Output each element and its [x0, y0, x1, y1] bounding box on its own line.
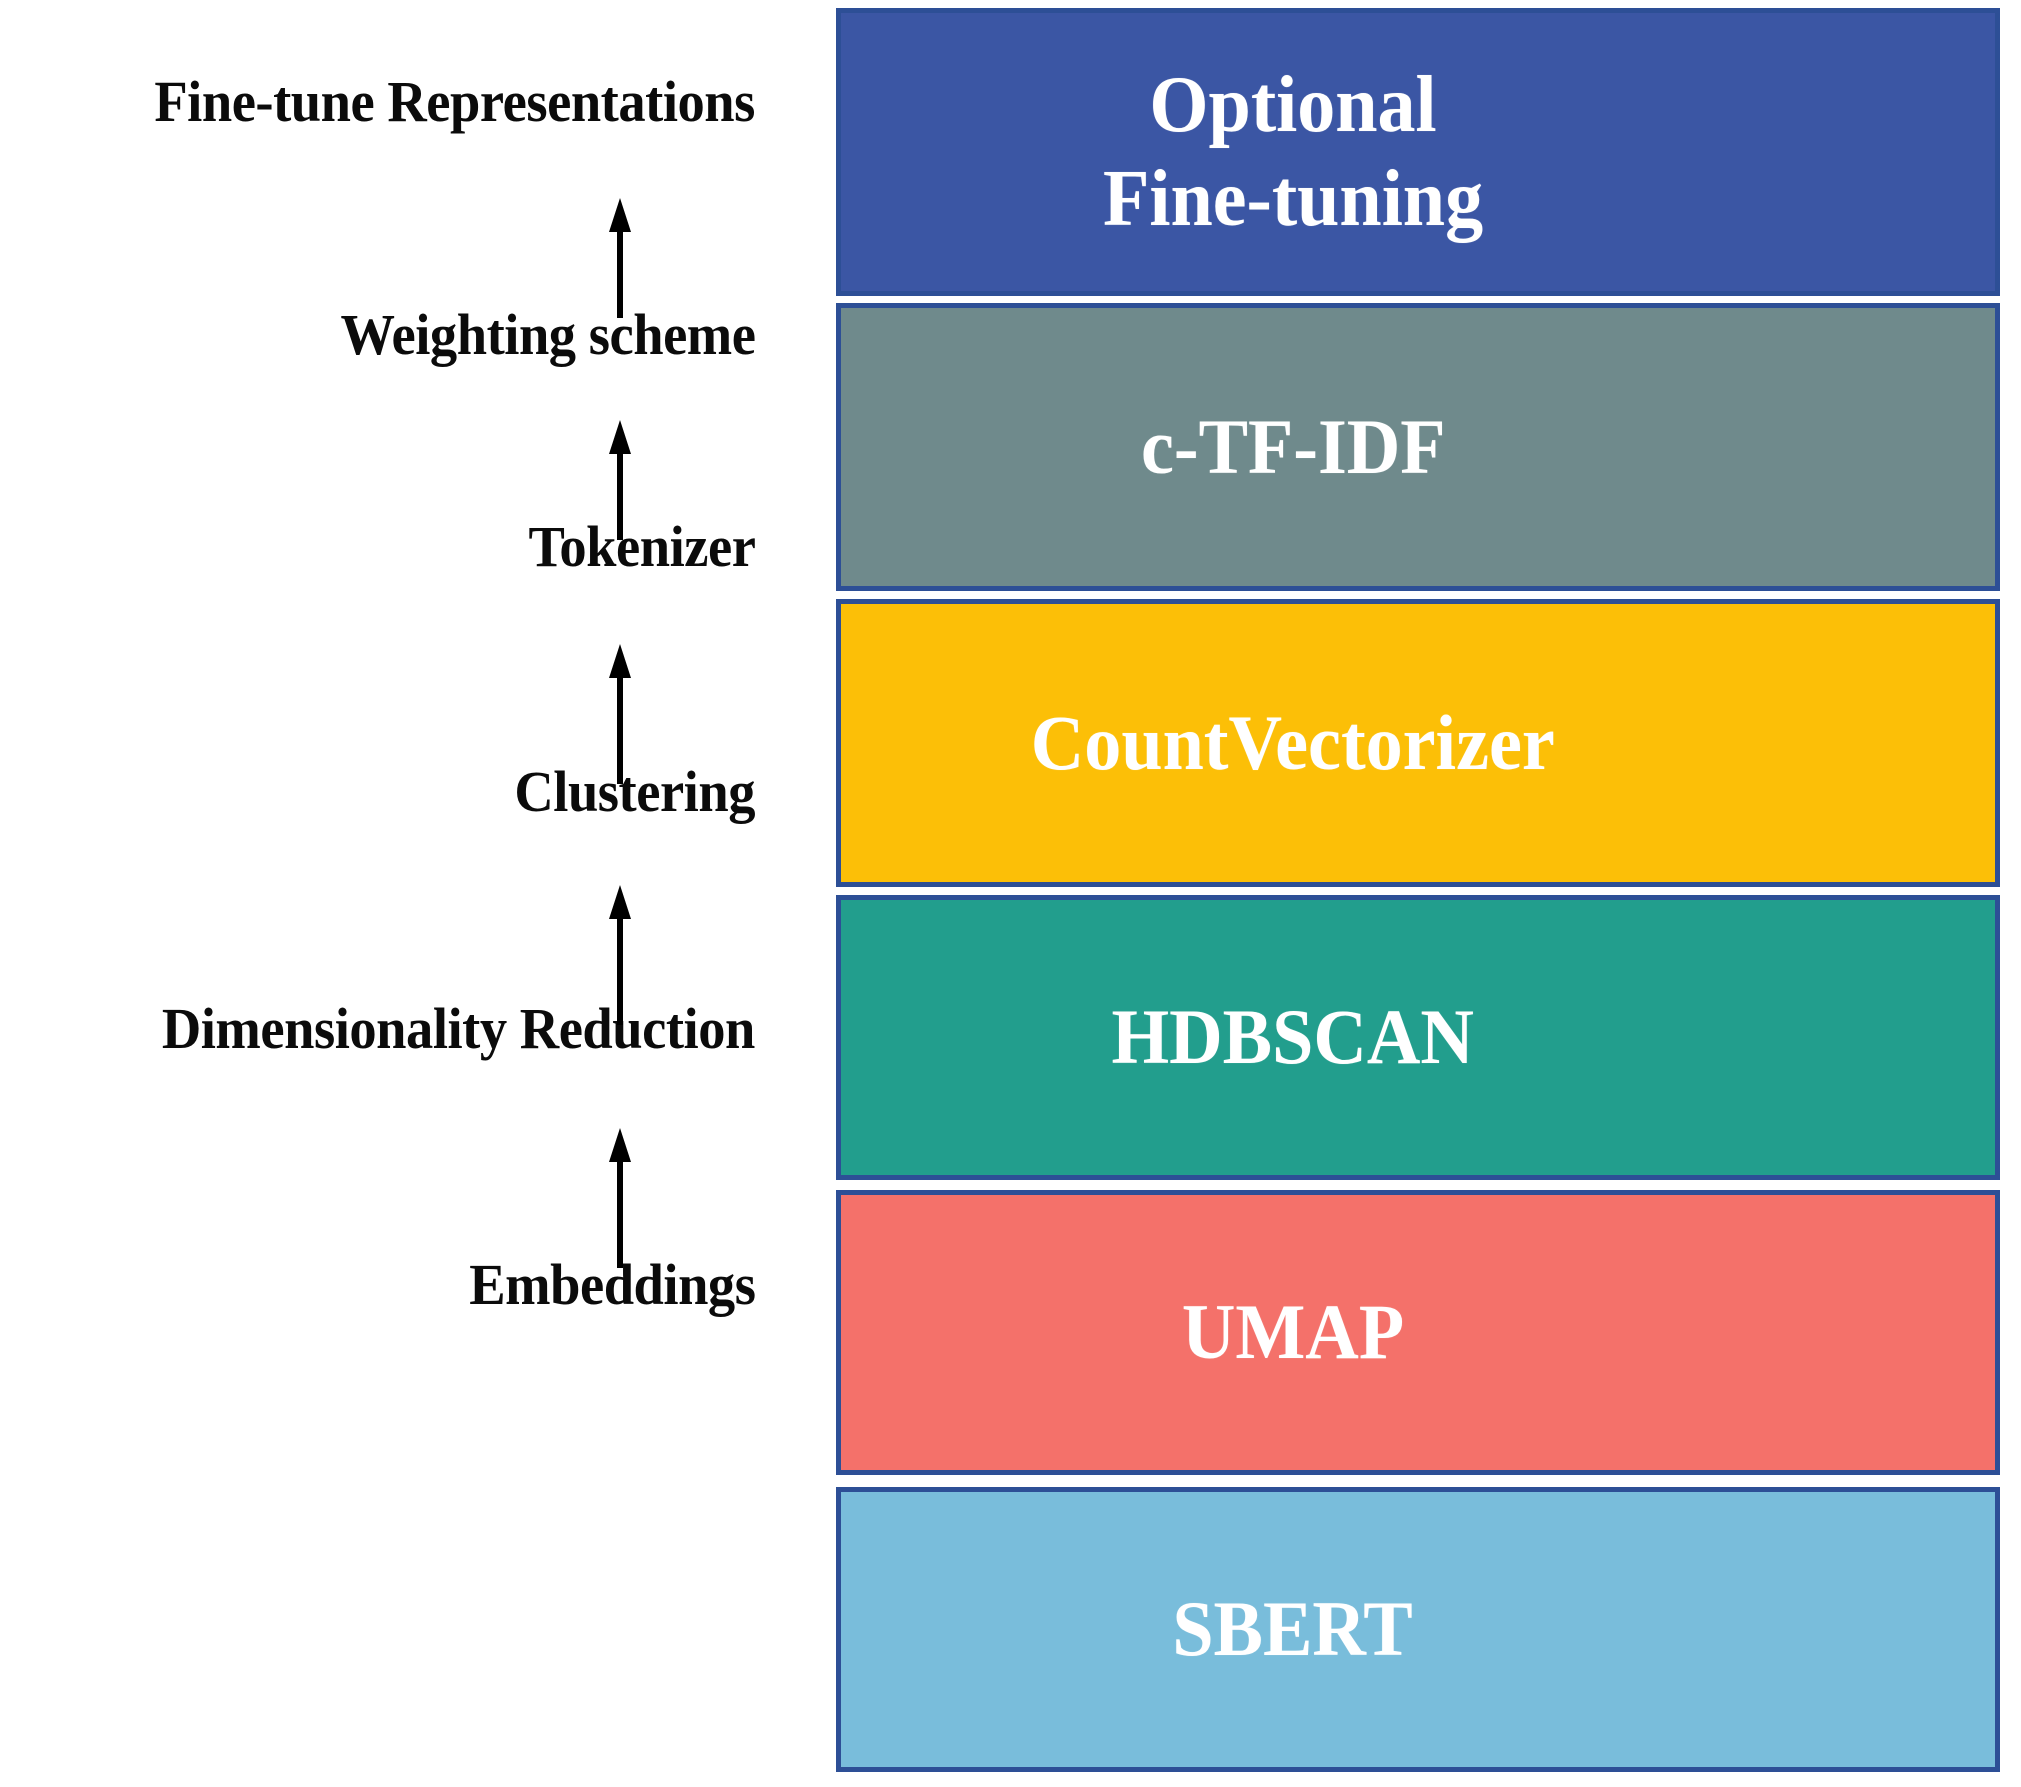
pipeline-box-label-hdbscan: HDBSCAN — [1111, 993, 1475, 1081]
pipeline-box-hdbscan[interactable]: HDBSCAN — [836, 895, 2000, 1180]
pipeline-box-label-c-tf-idf: c-TF-IDF — [1140, 402, 1446, 490]
pipeline-box-label-umap: UMAP — [1181, 1288, 1405, 1376]
stage-label-tokenizer: Tokenizer — [528, 514, 755, 579]
pipeline-box-c-tf-idf[interactable]: c-TF-IDF — [836, 303, 2000, 591]
stage-label-embeddings: Embeddings — [468, 1252, 756, 1317]
pipeline-box-label-sbert: SBERT — [1172, 1585, 1414, 1673]
pipeline-box-label-optional-fine-tuning: Optional Fine-tuning — [1102, 60, 1484, 243]
stage-label-weighting-scheme: Weighting scheme — [340, 302, 755, 367]
pipeline-box-sbert[interactable]: SBERT — [836, 1487, 2000, 1772]
pipeline-box-umap[interactable]: UMAP — [836, 1190, 2000, 1475]
stage-label-fine-tune-representations: Fine-tune Representations — [154, 69, 755, 134]
pipeline-box-countvectorizer[interactable]: CountVectorizer — [836, 599, 2000, 887]
pipeline-box-label-countvectorizer: CountVectorizer — [1030, 698, 1556, 786]
arrow-up-icon-embeddings-to-dimensionality — [607, 1128, 633, 1268]
stage-label-dimensionality-reduction: Dimensionality Reduction — [161, 996, 755, 1061]
pipeline-box-optional-fine-tuning[interactable]: Optional Fine-tuning — [836, 8, 2000, 296]
arrow-up-icon-weighting-to-fine-tune — [607, 198, 633, 318]
stage-label-clustering: Clustering — [514, 759, 755, 824]
